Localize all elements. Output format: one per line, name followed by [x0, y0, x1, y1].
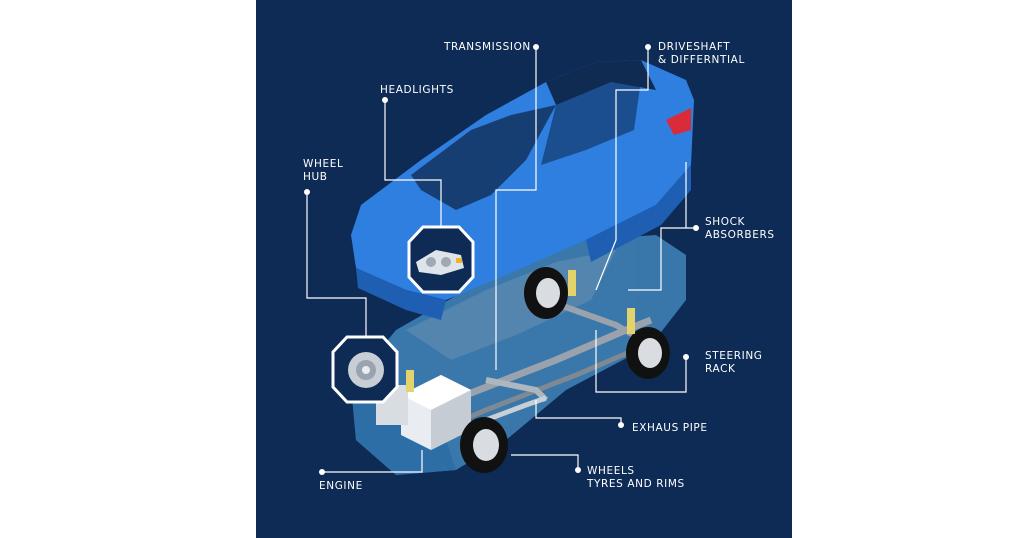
car-parts-illustration [304, 44, 699, 475]
headlight-inset [407, 225, 475, 294]
exhaust-pipe [485, 395, 547, 423]
exhaust-pipe-label: EXHAUS PIPE [632, 422, 708, 434]
wheel-hub-label-line2: HUB [303, 171, 328, 183]
callout-lines [304, 44, 699, 475]
wheel-rear-right [524, 267, 568, 319]
wheel-hub-inset [331, 335, 399, 404]
driveshaft-label-line1: DRIVESHAFT [658, 41, 731, 53]
wheel-hub-label-line1: WHEEL [303, 158, 344, 170]
steering-rack-label: STEERING RACK [705, 350, 763, 376]
shock-absorbers-label: SHOCK ABSORBERS [705, 216, 775, 242]
headlights-label: HEADLIGHTS [380, 84, 454, 96]
shock-label-line2: ABSORBERS [705, 229, 775, 241]
wheels-label-line1: WHEELS [587, 465, 635, 477]
wheels-tyres-rims-label: WHEELS TYRES AND RIMS [587, 465, 685, 491]
steering-label-line1: STEERING [705, 350, 763, 362]
shock-absorbers [406, 270, 635, 392]
infographic-panel: TRANSMISSION DRIVESHAFT & DIFFERNTIAL HE… [256, 0, 792, 538]
wheel-hub-label: WHEEL HUB [303, 158, 343, 184]
engine-label: ENGINE [319, 480, 363, 492]
driveshaft-label-line2: & DIFFERNTIAL [658, 54, 745, 66]
steering-label-line2: RACK [705, 363, 736, 375]
driveshaft-differential-label: DRIVESHAFT & DIFFERNTIAL [658, 41, 745, 67]
transmission-label: TRANSMISSION [444, 41, 531, 53]
wheels-label-line2: TYRES AND RIMS [587, 478, 685, 490]
wheel-front-left [460, 417, 508, 473]
shock-label-line1: SHOCK [705, 216, 746, 228]
wheel-rear-left [626, 327, 670, 379]
